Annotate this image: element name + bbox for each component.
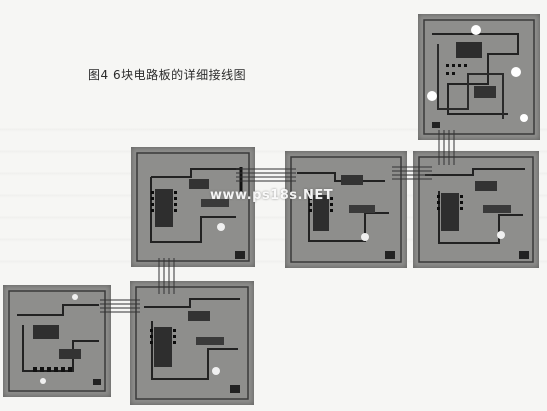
- pcb-traces: [418, 156, 534, 263]
- pcb-board-bottom-left: [3, 285, 111, 397]
- figure-caption: 图4 6块电路板的详细接线图: [88, 68, 247, 82]
- pcb-board-row1-right: [413, 151, 539, 268]
- pcb-board-bottom-middle: [130, 281, 254, 405]
- pcb-traces: [135, 286, 249, 400]
- pcb-board-row1-middle: [285, 151, 407, 268]
- pcb-board-top-right: [418, 14, 540, 140]
- pcb-traces: [8, 290, 106, 392]
- pcb-traces: [290, 156, 402, 263]
- pcb-traces: [136, 152, 250, 262]
- watermark: www.ps18s.NET: [210, 188, 334, 203]
- pcb-board-row1-left: [131, 147, 255, 267]
- pcb-traces: [423, 19, 535, 135]
